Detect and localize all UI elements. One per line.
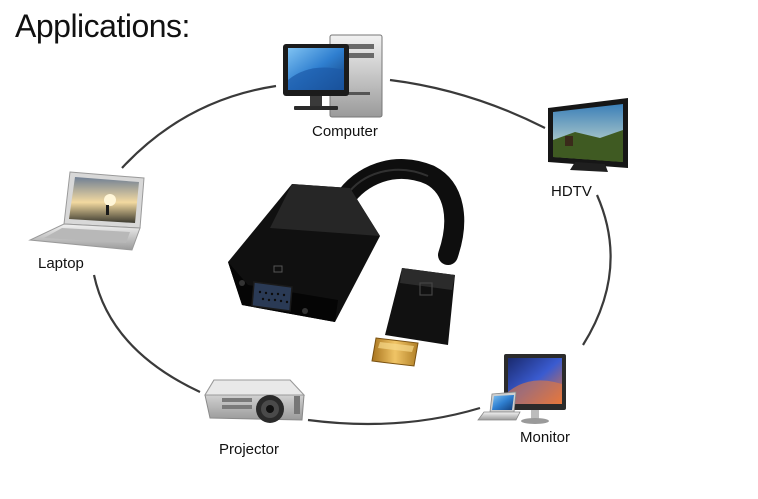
connection-ring: [92, 78, 612, 426]
laptop-icon: [28, 171, 145, 251]
device-label-computer: Computer: [312, 123, 378, 140]
device-label-monitor: Monitor: [520, 429, 571, 446]
ring-arc-laptop-computer: [121, 84, 277, 169]
device-label-laptop: Laptop: [38, 255, 84, 272]
television-icon: [548, 98, 628, 172]
ring-arc-monitor-projector: [307, 406, 481, 426]
device-label-projector: Projector: [219, 441, 280, 458]
ring-arc-hdtv-monitor: [582, 194, 612, 346]
desktop-computer-icon: [283, 34, 383, 118]
displayport-to-vga-adapter-icon: [228, 159, 465, 367]
page-title: Applications:: [15, 8, 190, 44]
ring-arc-computer-hdtv: [389, 78, 546, 129]
projector-icon: [204, 379, 306, 423]
device-label-hdtv: HDTV: [551, 183, 592, 200]
monitor-icon: [477, 354, 566, 424]
ring-arc-projector-laptop: [92, 274, 201, 393]
